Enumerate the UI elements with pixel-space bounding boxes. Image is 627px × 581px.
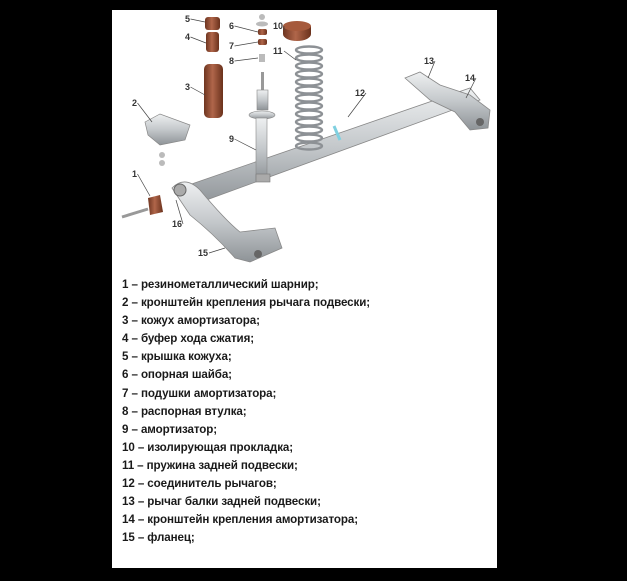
spring-coil — [294, 45, 324, 55]
callout-8: 8 — [229, 56, 234, 66]
leader-line — [427, 60, 436, 79]
callout-4: 4 — [185, 32, 190, 42]
leader-line — [465, 77, 477, 99]
legend-item: 10 – изолирующая прокладка; — [122, 440, 294, 454]
legend-item: 5 – крышка кожуха; — [122, 350, 232, 364]
legend-item: 14 – кронштейн крепления амортизатора; — [122, 513, 358, 527]
callout-7: 7 — [229, 41, 234, 51]
spring-coil — [294, 125, 324, 135]
leader-line — [190, 18, 206, 23]
spring-coil — [294, 85, 324, 95]
callout-16: 16 — [172, 219, 182, 229]
spring-coil — [294, 101, 324, 111]
callout-2: 2 — [132, 98, 137, 108]
leader-line — [190, 86, 206, 96]
spring-coil — [294, 93, 324, 103]
callout-15: 15 — [198, 248, 208, 258]
legend-item: 11 – пружина задней подвески; — [122, 458, 298, 472]
legend-item: 13 – рычаг балки задней подвески; — [122, 495, 321, 509]
shock-absorber — [248, 72, 276, 183]
coil-spring — [294, 45, 324, 151]
spring-coil — [294, 141, 324, 151]
callout-11: 11 — [273, 46, 283, 56]
spring-coil — [294, 117, 324, 127]
rubber-parts — [121, 14, 311, 219]
callout-10: 10 — [273, 21, 283, 31]
legend-item: 12 – соединитель рычагов; — [122, 477, 277, 491]
legend-item: 3 – кожух амортизатора; — [122, 314, 260, 328]
spring-coil — [294, 77, 324, 87]
spring-coil — [294, 69, 324, 79]
leader-line — [137, 173, 151, 197]
callout-3: 3 — [185, 82, 190, 92]
legend-item: 15 – фланец; — [122, 531, 195, 545]
leader-line — [175, 199, 184, 225]
leader-line — [234, 25, 259, 33]
callout-9: 9 — [229, 134, 234, 144]
legend-item: 8 – распорная втулка; — [122, 404, 247, 418]
spring-coil — [294, 133, 324, 143]
legend-item: 9 – амортизатор; — [122, 422, 218, 436]
parts-legend: 1 – резинометаллический шарнир; 2 – крон… — [122, 276, 370, 547]
callout-6: 6 — [229, 21, 234, 31]
callout-13: 13 — [424, 56, 434, 66]
leader-line — [283, 50, 297, 61]
legend-item: 4 – буфер хода сжатия; — [122, 332, 254, 346]
leader-line — [347, 92, 367, 118]
leader-line — [208, 247, 226, 254]
spring-coil — [294, 109, 324, 119]
leader-line — [190, 36, 207, 44]
callout-1: 1 — [132, 169, 137, 179]
callout-12: 12 — [355, 88, 365, 98]
callout-14: 14 — [465, 73, 475, 83]
legend-item: 7 – подушки амортизатора; — [122, 386, 277, 400]
spring-coil — [294, 53, 324, 63]
leader-line — [234, 57, 259, 62]
leader-line — [137, 102, 153, 123]
spring-coil — [294, 61, 324, 71]
callout-5: 5 — [185, 14, 190, 24]
beam — [171, 71, 491, 263]
legend-item: 6 – опорная шайба; — [122, 368, 232, 382]
legend-item: 2 – кронштейн крепления рычага подвески; — [122, 296, 371, 310]
legend-item: 1 – резинометаллический шарнир; — [122, 278, 319, 291]
leader-line — [234, 41, 259, 47]
leader-line — [234, 138, 257, 151]
